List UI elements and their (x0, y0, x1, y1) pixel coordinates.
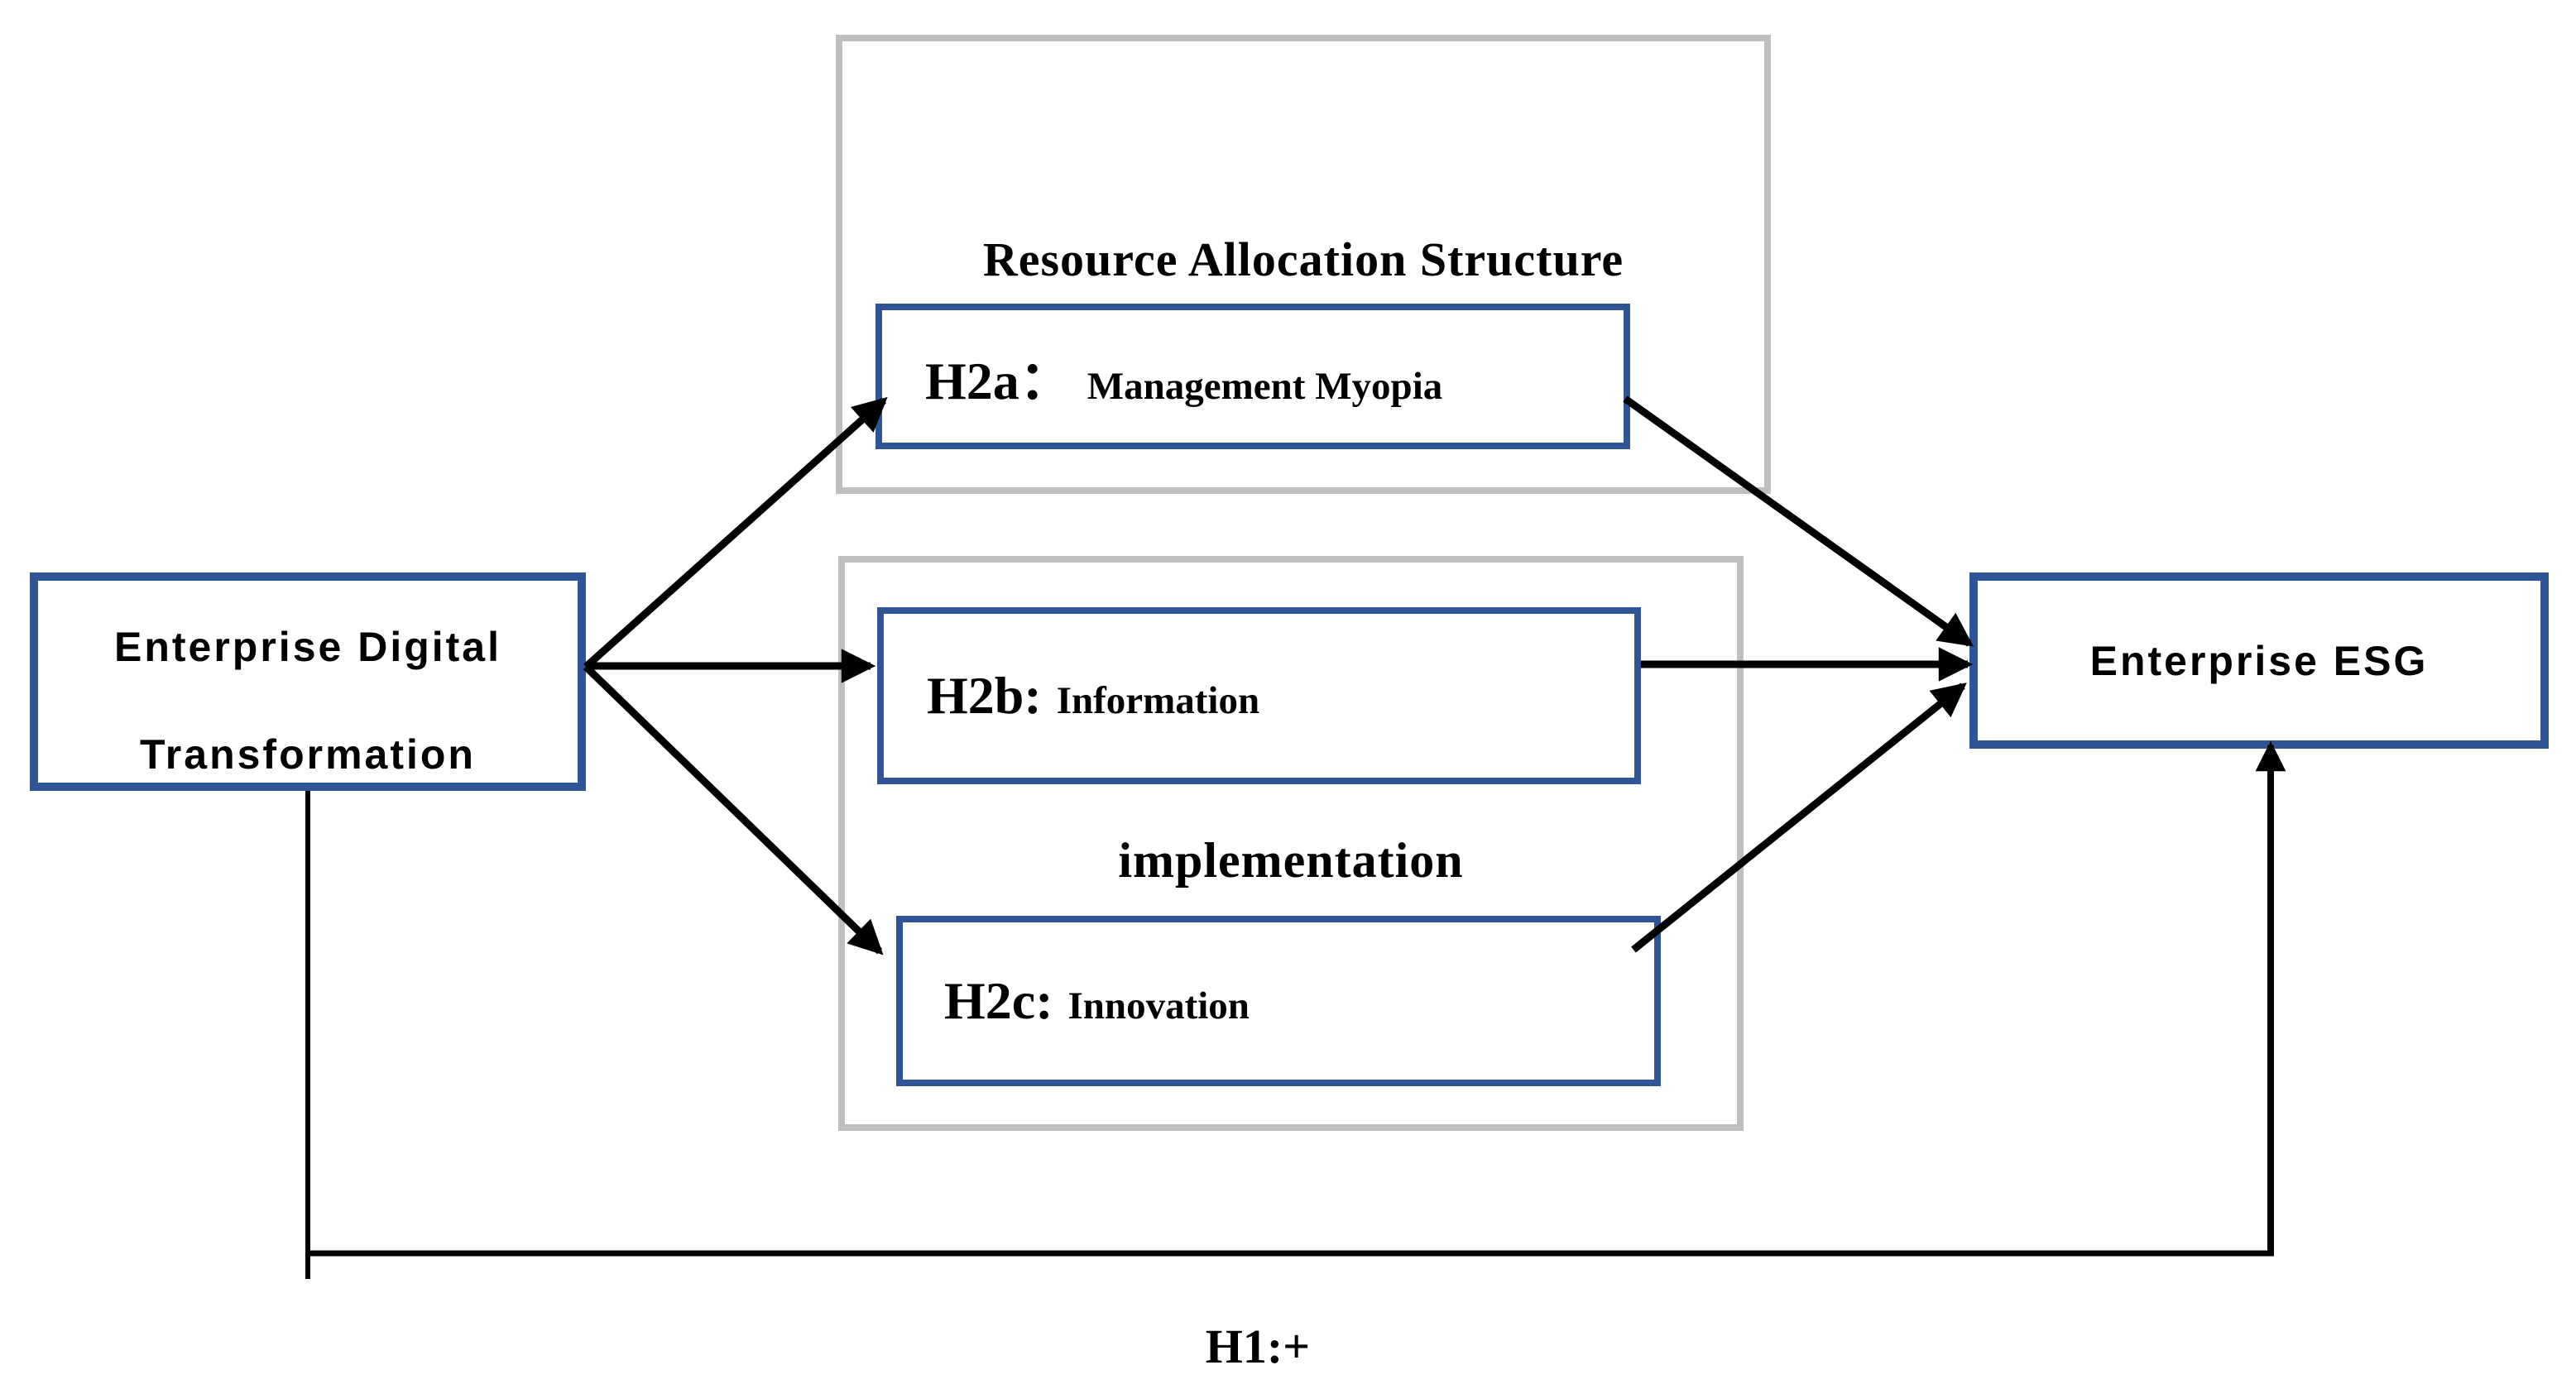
esg-label: Enterprise ESG (2089, 637, 2429, 684)
h1-hypothesis-label: H1:+ (1205, 1320, 1311, 1373)
h2c-label: Innovation (1067, 984, 1250, 1027)
h2b-label: Information (1056, 679, 1260, 722)
node-h2b-information: H2b: Information (877, 607, 1641, 784)
h2a-prefix: H2a： (925, 352, 1072, 410)
group-title-resource-allocation-structure: Resource Allocation Structure (982, 232, 1624, 286)
node-enterprise-esg: Enterprise ESG (1969, 572, 2549, 749)
edt-label-line1: Enterprise Digital (114, 624, 501, 670)
group-title-implementation: implementation (1118, 833, 1464, 888)
h2c-prefix: H2c: (944, 971, 1053, 1030)
node-h2c-innovation: H2c: Innovation (896, 916, 1661, 1086)
h2c-text-row: H2c: Innovation (944, 970, 1250, 1032)
node-enterprise-digital-transformation: Enterprise Digital Transformation (30, 572, 586, 791)
h2a-text-row: H2a： Management Myopia (925, 338, 1442, 414)
arrow-edt-to-h2c (583, 663, 884, 956)
edt-label-line2: Transformation (140, 731, 476, 778)
node-h2a-management-myopia: H2a： Management Myopia (875, 304, 1630, 449)
h2b-text-row: H2b: Information (927, 665, 1259, 726)
h2a-label: Management Myopia (1087, 365, 1443, 408)
h2b-prefix: H2b: (927, 666, 1042, 725)
